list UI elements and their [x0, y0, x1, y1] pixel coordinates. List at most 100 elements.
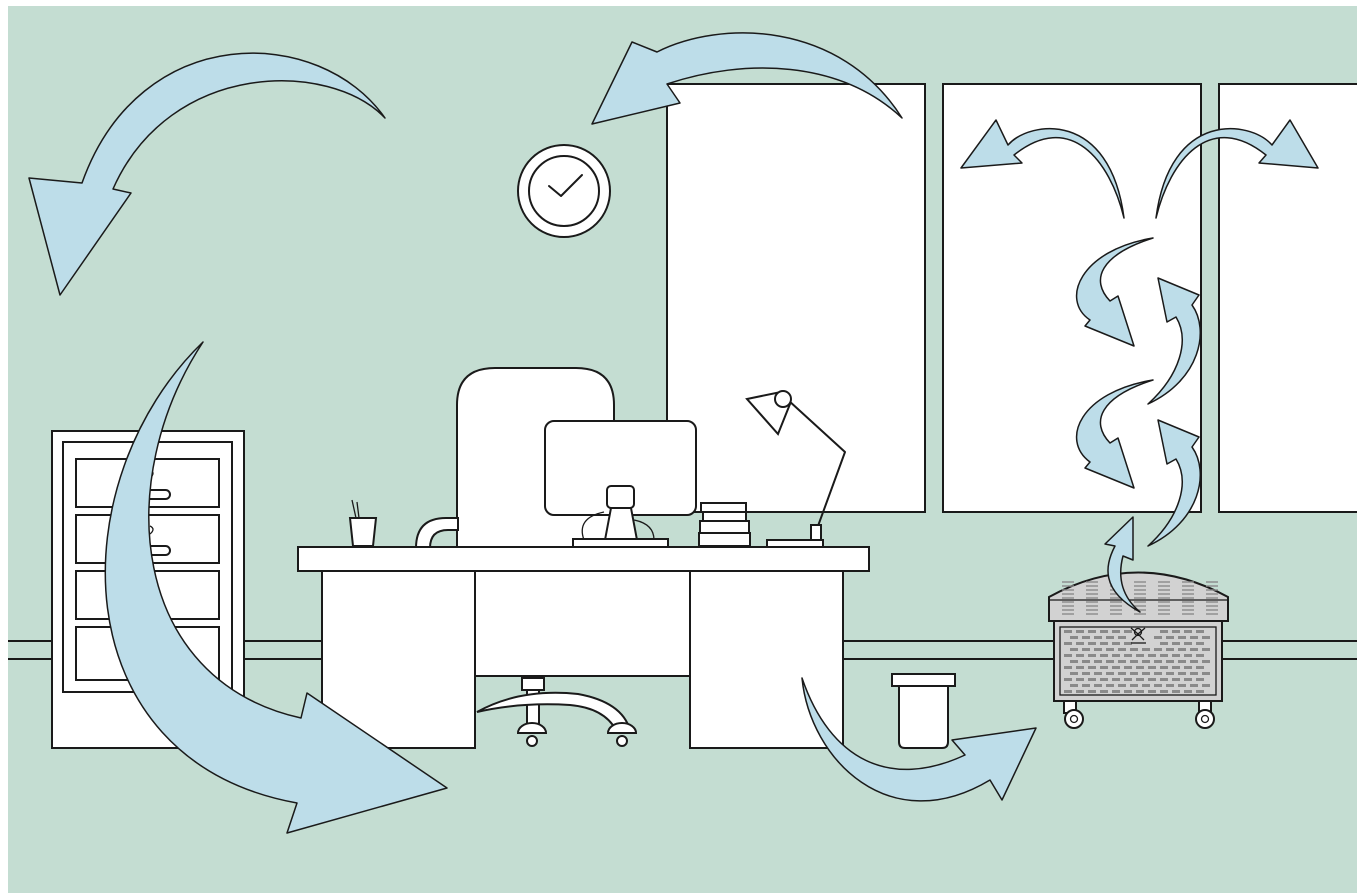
grille-slot: [1100, 642, 1108, 645]
grille-slot: [1088, 666, 1096, 669]
grille-slot: [1160, 642, 1168, 645]
grille-slot: [1196, 630, 1204, 633]
grille-slot: [1142, 684, 1150, 687]
grille-slot: [1154, 684, 1162, 687]
book-stack: [699, 503, 750, 546]
grille-slot: [1094, 636, 1102, 639]
grille-slot: [1076, 630, 1084, 633]
waste-bin: [892, 674, 955, 748]
grille-slot: [1136, 678, 1144, 681]
grille-slot: [1082, 636, 1090, 639]
grille-slot: [1112, 642, 1120, 645]
grille-slot: [1190, 636, 1198, 639]
grille-slot: [1190, 660, 1198, 663]
grille-slot: [1160, 690, 1168, 693]
grille-slot: [1082, 684, 1090, 687]
wall-clock-icon: [518, 145, 610, 237]
grille-slot: [1172, 690, 1180, 693]
desk-top: [298, 547, 869, 571]
grille-slot: [1184, 678, 1192, 681]
grille-slot: [1142, 648, 1150, 651]
grille-slot: [1196, 642, 1204, 645]
grille-slot: [1118, 684, 1126, 687]
grille-slot: [1166, 636, 1174, 639]
grille-slot: [1112, 630, 1120, 633]
grille-slot: [1082, 648, 1090, 651]
grille-slot: [1160, 630, 1168, 633]
grille-slot: [1154, 660, 1162, 663]
grille-slot: [1064, 642, 1072, 645]
grille-slot: [1190, 648, 1198, 651]
grille-slot: [1118, 636, 1126, 639]
grille-slot: [1136, 666, 1144, 669]
grille-slot: [1106, 660, 1114, 663]
grille-slot: [1082, 660, 1090, 663]
grille-slot: [1076, 678, 1084, 681]
grille-slot: [1124, 654, 1132, 657]
grille-slot: [1178, 672, 1186, 675]
grille-slot: [1196, 666, 1204, 669]
grille-slot: [1136, 690, 1144, 693]
grille-slot: [1172, 630, 1180, 633]
grille-slot: [1124, 678, 1132, 681]
grille-slot: [1076, 666, 1084, 669]
desk-modesty-panel: [475, 571, 690, 676]
grille-slot: [1184, 654, 1192, 657]
grille-slot: [1100, 630, 1108, 633]
grille-slot: [1178, 636, 1186, 639]
grille-slot: [1106, 636, 1114, 639]
grille-slot: [1106, 672, 1114, 675]
grille-slot: [1166, 672, 1174, 675]
grille-slot: [1070, 684, 1078, 687]
grille-slot: [1178, 660, 1186, 663]
grille-slot: [1202, 636, 1210, 639]
grille-slot: [1160, 678, 1168, 681]
grille-slot: [1112, 666, 1120, 669]
grille-slot: [1160, 654, 1168, 657]
grille-slot: [1064, 666, 1072, 669]
grille-slot: [1070, 648, 1078, 651]
grille-slot: [1094, 648, 1102, 651]
grille-slot: [1070, 672, 1078, 675]
grille-slot: [1130, 672, 1138, 675]
grille-slot: [1124, 666, 1132, 669]
grille-slot: [1064, 678, 1072, 681]
grille-slot: [1190, 672, 1198, 675]
grille-slot: [1184, 630, 1192, 633]
grille-slot: [1088, 678, 1096, 681]
grille-slot: [1184, 666, 1192, 669]
grille-slot: [1064, 690, 1072, 693]
grille-slot: [1172, 654, 1180, 657]
grille-slot: [1148, 666, 1156, 669]
grille-slot: [1202, 672, 1210, 675]
grille-slot: [1154, 648, 1162, 651]
grille-slot: [1112, 654, 1120, 657]
grille-slot: [1142, 672, 1150, 675]
grille-slot: [1088, 642, 1096, 645]
grille-slot: [1166, 660, 1174, 663]
grille-slot: [1106, 684, 1114, 687]
grille-slot: [1136, 654, 1144, 657]
grille-slot: [1196, 654, 1204, 657]
grille-slot: [1094, 684, 1102, 687]
grille-slot: [1118, 660, 1126, 663]
grille-slot: [1094, 660, 1102, 663]
grille-slot: [1100, 666, 1108, 669]
grille-slot: [1154, 672, 1162, 675]
grille-slot: [1172, 678, 1180, 681]
grille-slot: [1148, 690, 1156, 693]
grille-slot: [1184, 690, 1192, 693]
grille-slot: [1154, 636, 1162, 639]
grille-slot: [1100, 690, 1108, 693]
grille-slot: [1190, 684, 1198, 687]
grille-slot: [1124, 690, 1132, 693]
grille-slot: [1196, 678, 1204, 681]
grille-slot: [1070, 636, 1078, 639]
window-panel-left: [667, 84, 925, 512]
grille-slot: [1130, 648, 1138, 651]
grille-slot: [1094, 672, 1102, 675]
grille-slot: [1100, 678, 1108, 681]
grille-slot: [1088, 630, 1096, 633]
grille-slot: [1166, 648, 1174, 651]
